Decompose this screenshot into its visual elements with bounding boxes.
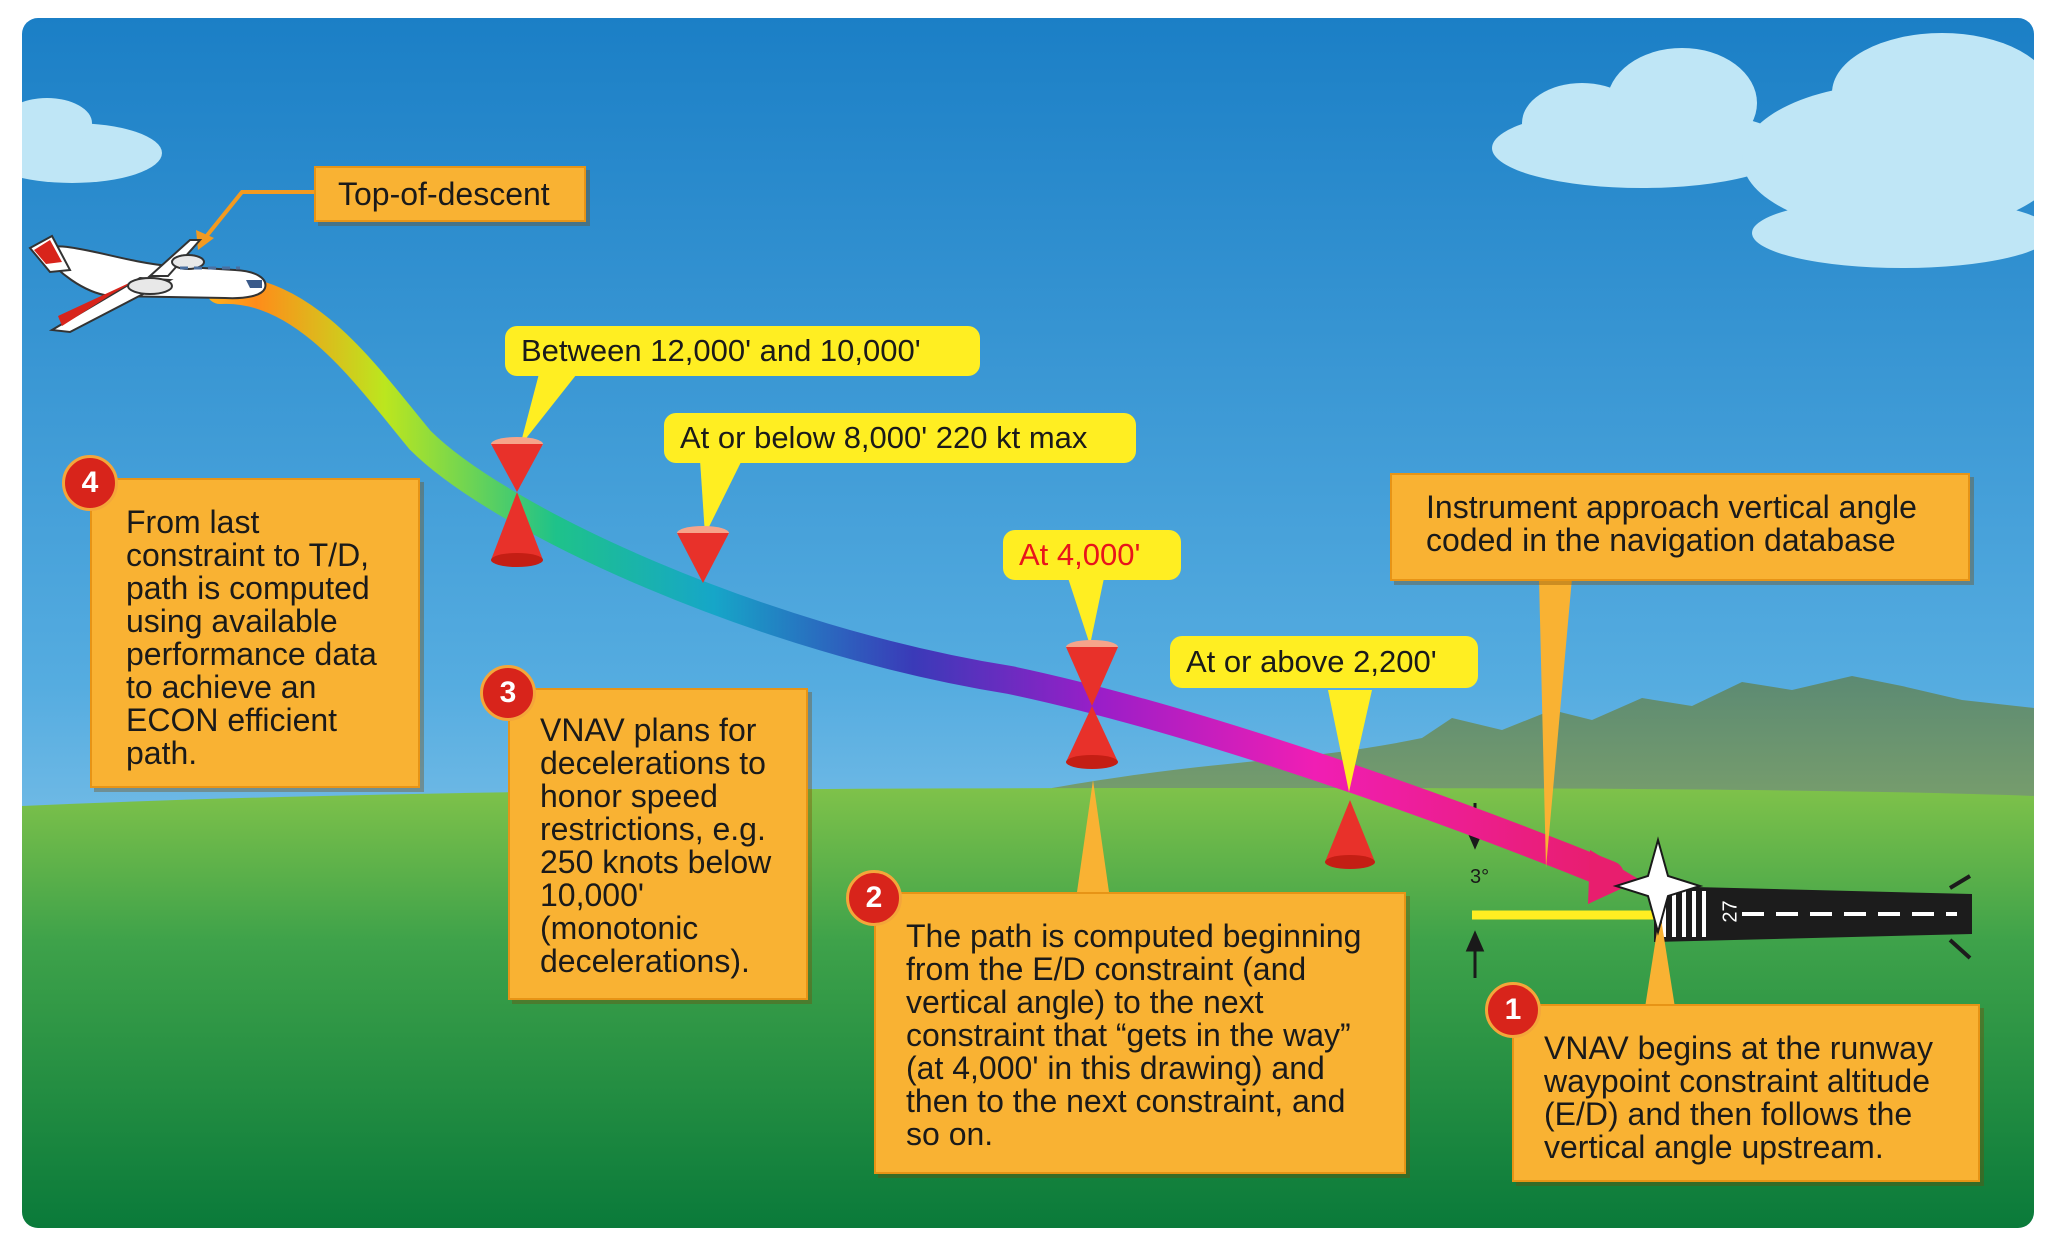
note-2-line: then to the next constraint, and bbox=[906, 1083, 1346, 1119]
note-3-line: decelerations). bbox=[540, 943, 750, 979]
top-of-descent-leader bbox=[203, 190, 320, 240]
note-3-line: decelerations to bbox=[540, 745, 766, 781]
note-4-line: performance data bbox=[126, 636, 377, 672]
at-or-above-label: At or above 2,200' bbox=[1170, 636, 1478, 688]
note-1-line: waypoint constraint altitude bbox=[1544, 1063, 1930, 1099]
note-4-callout: From last constraint to T/D, path is com… bbox=[90, 478, 420, 788]
note-3-line: honor speed bbox=[540, 778, 718, 814]
note-2-line: (at 4,000' in this drawing) and bbox=[906, 1050, 1325, 1086]
top-of-descent-label: Top-of-descent bbox=[314, 166, 586, 222]
instrument-angle-callout: Instrument approach vertical angle coded… bbox=[1390, 473, 1970, 581]
at-or-above-label-text: At or above 2,200' bbox=[1186, 644, 1437, 679]
at-or-below-label: At or below 8,000' 220 kt max bbox=[664, 413, 1136, 463]
note-1-line: (E/D) and then follows the bbox=[1544, 1096, 1913, 1132]
at-4000-label-text: At 4,000' bbox=[1019, 537, 1141, 572]
note-1-callout: VNAV begins at the runway waypoint const… bbox=[1512, 1004, 1980, 1182]
note-3-line: (monotonic bbox=[540, 910, 699, 946]
runway-icon bbox=[1654, 874, 1972, 960]
note-1-pointer bbox=[1644, 912, 1676, 1014]
instrument-angle-line-1: Instrument approach vertical angle bbox=[1426, 489, 1917, 525]
note-3-line: 250 knots below bbox=[540, 844, 772, 880]
at-4000-label-pointer bbox=[1068, 578, 1104, 645]
between-label: Between 12,000' and 10,000' bbox=[505, 326, 980, 376]
between-label-text: Between 12,000' and 10,000' bbox=[521, 333, 921, 368]
note-3-callout: VNAV plans for decelerations to honor sp… bbox=[508, 688, 808, 1000]
airplane-icon bbox=[28, 234, 267, 334]
note-1-number-badge: 1 bbox=[1485, 982, 1541, 1038]
note-1-line: VNAV begins at the runway bbox=[1544, 1030, 1933, 1066]
note-4-line: ECON efficient bbox=[126, 702, 338, 738]
cloud-icon bbox=[22, 33, 2034, 268]
constraint-cone-icon bbox=[491, 437, 543, 567]
note-4-line: path. bbox=[126, 735, 198, 771]
at-or-below-label-text: At or below 8,000' 220 kt max bbox=[680, 420, 1088, 455]
note-2-callout: The path is computed beginning from the … bbox=[874, 892, 1406, 1174]
note-4-line: to achieve an bbox=[126, 669, 317, 705]
note-4-line: From last bbox=[126, 504, 260, 540]
vnav-path bbox=[206, 275, 1624, 889]
note-2-line: from the E/D constraint (and bbox=[906, 951, 1307, 987]
at-or-above-label-pointer bbox=[1328, 690, 1372, 792]
note-2-number-badge: 2 bbox=[846, 870, 902, 926]
constraint-cone-icon bbox=[1325, 800, 1375, 869]
constraint-cone-icon bbox=[1066, 640, 1118, 769]
note-4-line: using available bbox=[126, 603, 338, 639]
constraint-cone-icon bbox=[677, 526, 729, 583]
note-3-line: restrictions, e.g. bbox=[540, 811, 766, 847]
note-3-line: 10,000' bbox=[540, 877, 644, 913]
waypoint-star-icon bbox=[1612, 836, 1704, 936]
angle-marker-label: 3° bbox=[1470, 866, 1490, 888]
note-2-line: so on. bbox=[906, 1116, 994, 1152]
note-3-line: VNAV plans for bbox=[540, 712, 757, 748]
note-4-line: constraint to T/D, bbox=[126, 537, 370, 573]
note-3-number-badge: 3 bbox=[480, 665, 536, 721]
at-4000-label: At 4,000' bbox=[1003, 530, 1181, 580]
at-or-below-label-pointer bbox=[700, 460, 742, 535]
note-4-number-badge: 4 bbox=[62, 455, 118, 511]
instrument-angle-pointer bbox=[1539, 578, 1572, 868]
note-2-line: constraint that “gets in the way” bbox=[906, 1017, 1351, 1053]
runway-number: 27 bbox=[1719, 900, 1742, 923]
between-label-pointer bbox=[520, 370, 580, 446]
instrument-angle-line-2: coded in the navigation database bbox=[1426, 522, 1896, 558]
note-2-line: The path is computed beginning bbox=[906, 918, 1362, 954]
note-2-line: vertical angle) to the next bbox=[906, 984, 1264, 1020]
top-of-descent-text: Top-of-descent bbox=[338, 176, 550, 212]
note-1-line: vertical angle upstream. bbox=[1544, 1129, 1884, 1165]
path-arrowhead bbox=[1588, 850, 1640, 904]
note-4-line: path is computed bbox=[126, 570, 370, 606]
note-2-pointer bbox=[1077, 780, 1109, 892]
